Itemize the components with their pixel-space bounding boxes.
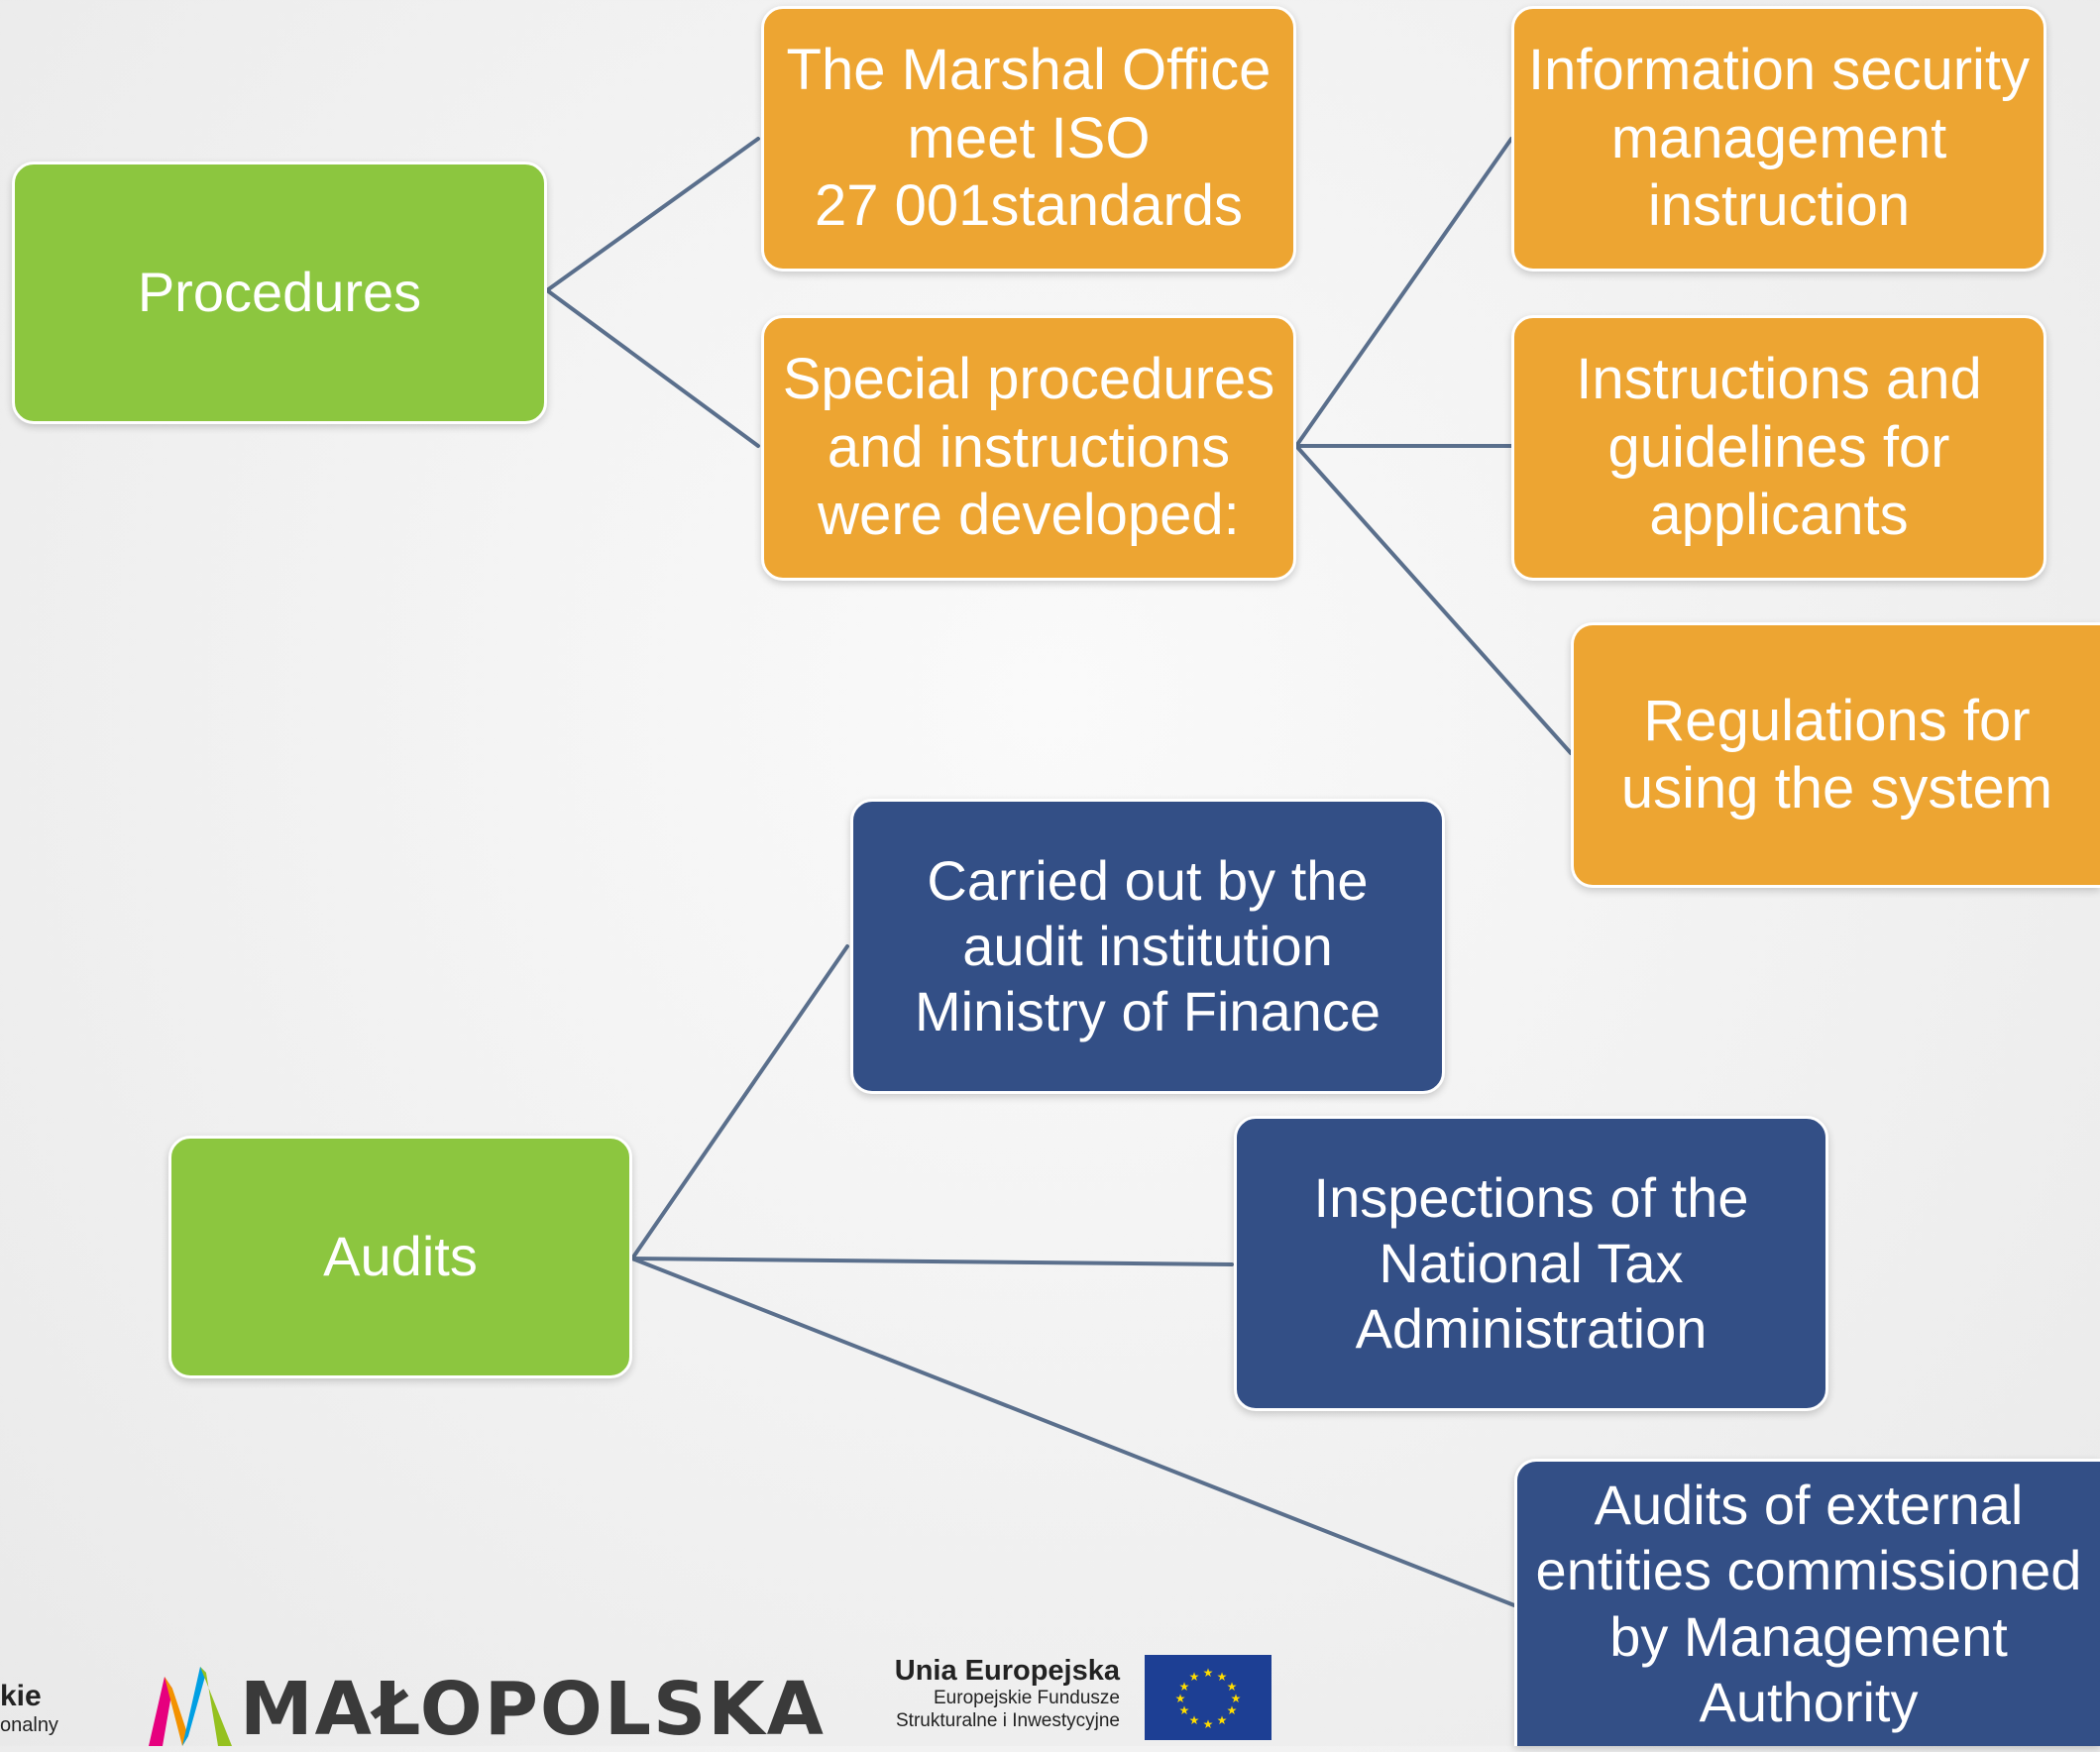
special-procedures-node: Special procedures and instructions were… bbox=[761, 315, 1296, 581]
system-regulations-node: Regulations for using the system bbox=[1571, 622, 2100, 888]
connector-special-info-security bbox=[1294, 137, 1513, 448]
eu-logo-text: Unia Europejska Europejskie Fundusze Str… bbox=[862, 1655, 1120, 1733]
svg-text:★: ★ bbox=[1179, 1680, 1190, 1694]
svg-text:★: ★ bbox=[1227, 1703, 1238, 1717]
eu-subtitle-line1: Europejskie Fundusze bbox=[934, 1688, 1120, 1708]
eu-stars: ★ ★ ★ ★ ★ ★ ★ ★ ★ ★ ★ ★ bbox=[1175, 1666, 1242, 1731]
svg-text:★: ★ bbox=[1179, 1703, 1190, 1717]
tax-inspection-node: Inspections of the National Tax Administ… bbox=[1234, 1116, 1828, 1411]
eu-title: Unia Europejska bbox=[894, 1655, 1120, 1687]
iso-standards-node: The Marshal Office meet ISO 27 001standa… bbox=[761, 6, 1296, 272]
eu-flag-icon: ★ ★ ★ ★ ★ ★ ★ ★ ★ ★ ★ ★ bbox=[1145, 1655, 1271, 1740]
malopolska-wordmark: MAŁOPOLSKA bbox=[240, 1667, 826, 1752]
malopolska-m-icon bbox=[149, 1667, 232, 1746]
info-security-instruction-node: Information security management instruct… bbox=[1511, 6, 2046, 272]
svg-text:★: ★ bbox=[1231, 1692, 1242, 1705]
connector-procedures-iso bbox=[545, 137, 760, 292]
procedures-node: Procedures bbox=[12, 162, 547, 424]
svg-text:★: ★ bbox=[1175, 1692, 1186, 1705]
svg-text:★: ★ bbox=[1203, 1717, 1214, 1731]
footer-fragment-line2: onalny bbox=[0, 1713, 58, 1736]
footer-fragment-line1: kie bbox=[0, 1680, 42, 1712]
svg-text:★: ★ bbox=[1189, 1713, 1200, 1727]
svg-text:★: ★ bbox=[1189, 1670, 1200, 1684]
malopolska-logo: MAŁOPOLSKA bbox=[149, 1657, 826, 1746]
svg-text:★: ★ bbox=[1203, 1666, 1214, 1680]
audits-node: Audits bbox=[168, 1136, 632, 1378]
svg-text:★: ★ bbox=[1217, 1670, 1228, 1684]
svg-text:★: ★ bbox=[1217, 1713, 1228, 1727]
svg-text:★: ★ bbox=[1227, 1680, 1238, 1694]
applicant-guidelines-node: Instructions and guidelines for applican… bbox=[1511, 315, 2046, 581]
eu-subtitle-line2: Strukturalne i Inwestycyjne bbox=[896, 1709, 1120, 1731]
footer-logo-fragment: kie onalny bbox=[0, 1680, 58, 1737]
connector-procedures-special bbox=[545, 288, 760, 448]
connector-audits-tax bbox=[630, 1257, 1234, 1266]
connector-audits-ministry bbox=[630, 944, 849, 1260]
external-audits-node: Audits of external entities commissioned… bbox=[1514, 1459, 2100, 1746]
ministry-audit-node: Carried out by the audit institution Min… bbox=[850, 799, 1445, 1094]
